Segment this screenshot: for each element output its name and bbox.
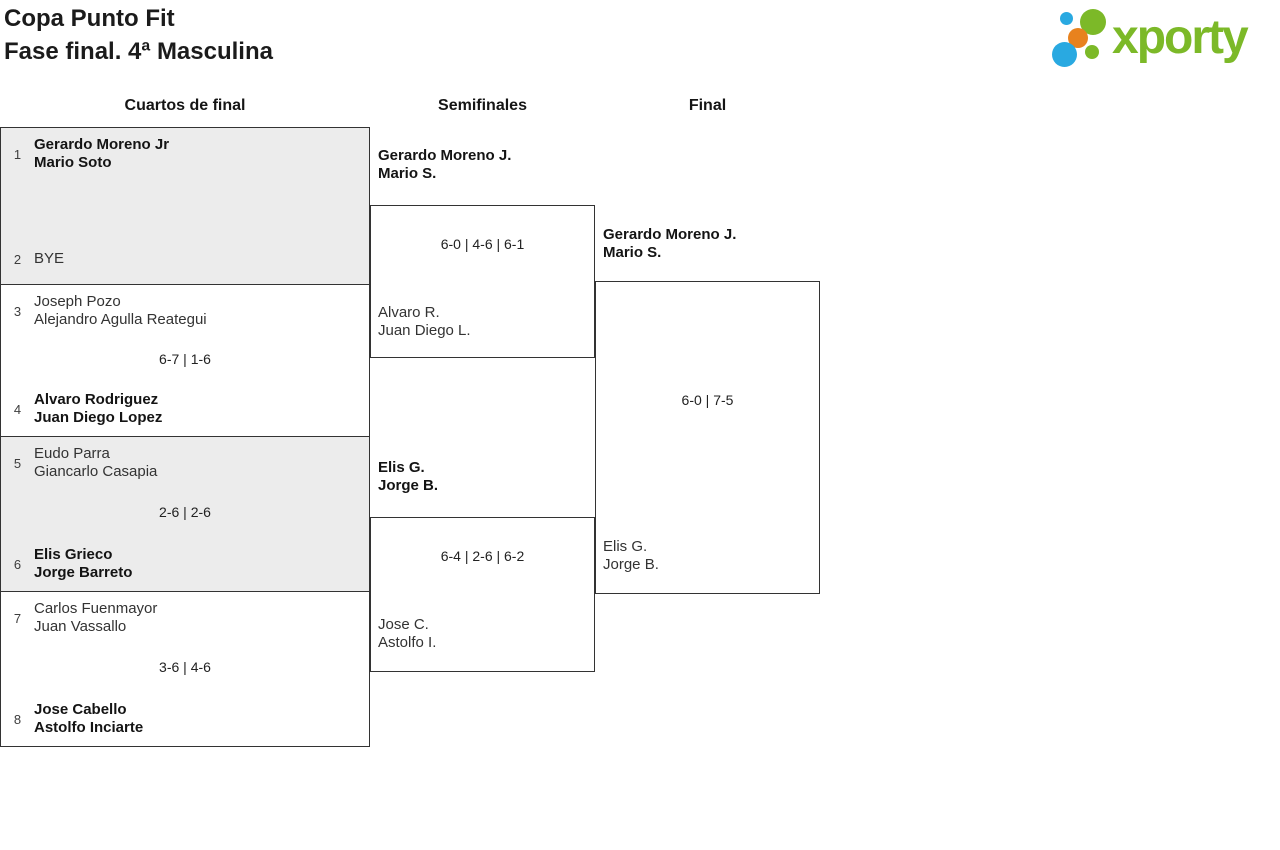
team-slot: 7 Carlos Fuenmayor Juan Vassallo [10,600,360,636]
team-names[interactable]: Jose C. Astolfo I. [378,616,437,651]
match-quarterfinal-4: 7 Carlos Fuenmayor Juan Vassallo 3-6 | 4… [0,592,370,747]
team-slot: 6 Elis Grieco Jorge Barreto [10,546,360,582]
team-names[interactable]: Elis Grieco Jorge Barreto [34,546,133,581]
match-semifinal-2 [370,517,595,672]
seed-number: 1 [13,146,22,162]
team-slot: 2 BYE [10,250,360,268]
team-names[interactable]: Elis G. Jorge B. [378,459,439,494]
match-score: 6-4 | 2-6 | 6-2 [440,548,525,564]
team-slot: 4 Alvaro Rodriguez Juan Diego Lopez [10,391,360,427]
match-quarterfinal-2: 3 Joseph Pozo Alejandro Agulla Reategui … [0,285,370,437]
logo-dot-icon [1052,42,1077,67]
team-names[interactable]: Alvaro R. Juan Diego L. [378,304,471,339]
match-quarterfinal-3: 5 Eudo Parra Giancarlo Casapia 2-6 | 2-6… [0,437,370,592]
tournament-name: Copa Punto Fit [4,5,175,32]
round-header-quarterfinals: Cuartos de final [124,97,246,114]
round-header-semifinals: Semifinales [438,97,527,114]
team-names[interactable]: Alvaro Rodriguez Juan Diego Lopez [34,391,163,426]
team-slot: 8 Jose Cabello Astolfo Inciarte [10,701,360,737]
team-names[interactable]: Joseph Pozo Alejandro Agulla Reategui [34,293,207,328]
team-slot: 3 Joseph Pozo Alejandro Agulla Reategui [10,293,360,329]
xporty-logo[interactable]: xporty [1048,4,1278,72]
match-score: 6-7 | 1-6 [159,350,211,367]
page-title: Copa Punto Fit Fase final. 4ª Masculina [4,2,273,68]
match-score: 6-0 | 7-5 [681,392,734,408]
team-names[interactable]: BYE [34,250,65,267]
match-score: 2-6 | 2-6 [159,504,211,520]
match-final [595,281,820,594]
match-quarterfinal-1: 1 Gerardo Moreno Jr Mario Soto 2 BYE [0,127,370,285]
round-header-final: Final [688,97,727,114]
logo-dot-icon [1068,28,1088,48]
seed-number: 7 [13,610,22,626]
team-names[interactable]: Eudo Parra Giancarlo Casapia [34,445,158,480]
team-names[interactable]: Gerardo Moreno J. Mario S. [603,226,737,261]
phase-name: Fase final. 4ª Masculina [4,38,273,65]
team-slot: 5 Eudo Parra Giancarlo Casapia [10,445,360,481]
seed-number: 2 [13,251,22,267]
match-score: 6-0 | 4-6 | 6-1 [440,236,525,252]
logo-wordmark: xporty [1112,11,1249,64]
team-names[interactable]: Gerardo Moreno Jr Mario Soto [34,136,170,171]
logo-dot-icon [1085,45,1099,59]
team-names[interactable]: Elis G. Jorge B. [603,538,659,573]
match-semifinal-1 [370,205,595,358]
team-slot: 1 Gerardo Moreno Jr Mario Soto [10,136,360,172]
seed-number: 5 [13,455,22,471]
seed-number: 6 [13,556,22,572]
match-score: 3-6 | 4-6 [159,659,211,675]
seed-number: 3 [13,303,22,319]
team-names[interactable]: Carlos Fuenmayor Juan Vassallo [34,600,158,635]
logo-dot-icon [1060,12,1073,25]
seed-number: 8 [13,711,22,727]
team-names[interactable]: Jose Cabello Astolfo Inciarte [34,701,144,736]
seed-number: 4 [13,401,22,417]
team-names[interactable]: Gerardo Moreno J. Mario S. [378,147,512,182]
